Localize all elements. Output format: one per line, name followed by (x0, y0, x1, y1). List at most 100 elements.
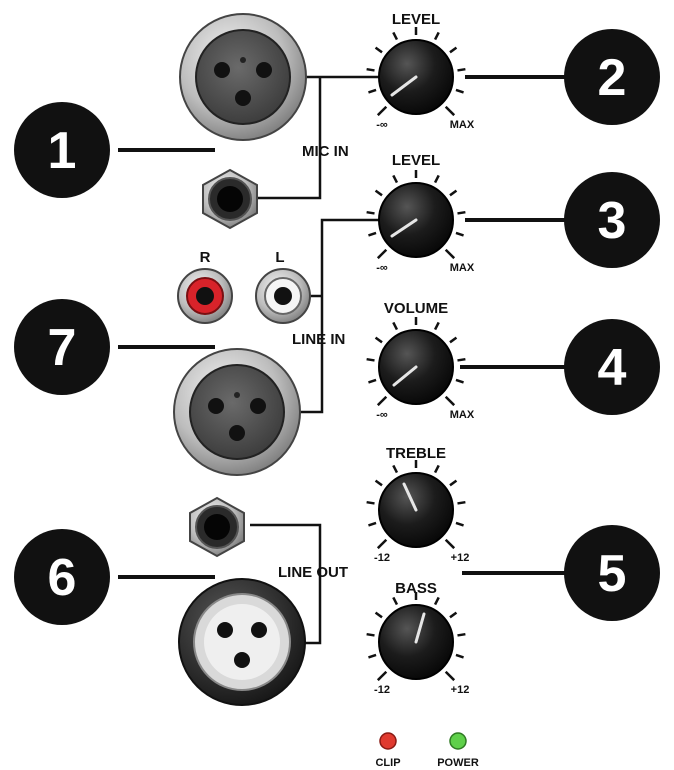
treble-knob[interactable] (378, 472, 454, 548)
treble-min: -12 (374, 552, 390, 564)
callout-6-number: 6 (48, 549, 77, 607)
scale-tick (376, 105, 388, 117)
scale-tick (376, 248, 388, 260)
scale-tick (392, 174, 399, 184)
callout-4-badge (564, 319, 660, 415)
scale-tick (444, 670, 456, 682)
line-out-quarter-inch-jack[interactable] (189, 496, 245, 558)
scale-tick (455, 88, 464, 94)
scale-tick (374, 189, 383, 197)
callout-3-badge (564, 172, 660, 268)
scale-tick (366, 67, 375, 72)
scale-tick (376, 395, 388, 407)
line-level-min: -∞ (376, 262, 388, 274)
callout-5-badge (564, 525, 660, 621)
scale-tick (366, 632, 375, 637)
scale-tick (368, 378, 377, 384)
scale-tick (449, 189, 458, 197)
bass-knob-group: BASS -12 +12 (366, 580, 470, 696)
scale-tick (449, 46, 458, 54)
callout-5: 5 (462, 525, 660, 621)
scale-tick (455, 521, 464, 527)
callout-2-number: 2 (598, 49, 627, 107)
scale-tick (444, 105, 456, 117)
treble-knob-group: TREBLE -12 +12 (366, 445, 470, 564)
line-in-rca-right-jack[interactable] (177, 268, 233, 324)
scale-tick (433, 464, 440, 474)
signal-wiring (250, 75, 380, 645)
scale-tick (457, 632, 466, 637)
volume-title: VOLUME (384, 300, 448, 317)
volume-min: -∞ (376, 409, 388, 421)
callout-3-number: 3 (598, 192, 627, 250)
scale-tick (455, 378, 464, 384)
power-led (449, 732, 467, 750)
scale-tick (368, 231, 377, 237)
treble-max: +12 (451, 552, 470, 564)
mic-level-knob-group: LEVEL -∞ MAX (366, 11, 475, 131)
line-level-title: LEVEL (392, 152, 440, 169)
scale-tick (366, 500, 375, 505)
scale-tick (366, 210, 375, 215)
scale-tick (376, 538, 388, 550)
scale-tick (457, 357, 466, 362)
scale-tick (444, 538, 456, 550)
scale-tick (449, 336, 458, 344)
scale-tick (376, 670, 388, 682)
scale-tick (444, 395, 456, 407)
scale-tick (374, 46, 383, 54)
volume-knob-group: VOLUME -∞ MAX (366, 300, 475, 421)
volume-max: MAX (450, 409, 475, 421)
scale-tick (449, 611, 458, 619)
scale-tick (455, 231, 464, 237)
bass-scale (366, 592, 466, 682)
scale-tick (433, 596, 440, 606)
bass-knob[interactable] (378, 604, 454, 680)
callout-3: 3 (465, 172, 660, 268)
callout-4: 4 (460, 319, 660, 415)
mic-level-title: LEVEL (392, 11, 440, 28)
scale-tick (368, 653, 377, 659)
mic-in-quarter-inch-jack[interactable] (202, 168, 258, 230)
scale-tick (374, 479, 383, 487)
callout-2-badge (564, 29, 660, 125)
line-in-rca-left-jack[interactable] (255, 268, 311, 324)
rca-left-label: L (275, 249, 284, 266)
scale-tick (392, 31, 399, 41)
line-in-xlr-jack[interactable] (173, 348, 301, 476)
callout-6: 6 (14, 529, 215, 625)
mic-in-label: MIC IN (302, 143, 349, 160)
scale-tick (433, 31, 440, 41)
scale-tick (368, 521, 377, 527)
callout-2: 2 (465, 29, 660, 125)
line-level-knob-group: LEVEL -∞ MAX (366, 152, 475, 274)
volume-knob[interactable] (378, 329, 454, 405)
line-in-label: LINE IN (292, 331, 345, 348)
callout-7-badge (14, 299, 110, 395)
line-level-max: MAX (450, 262, 475, 274)
clip-led (379, 732, 397, 750)
bass-max: +12 (451, 684, 470, 696)
mic-in-xlr-jack[interactable] (179, 13, 307, 141)
callout-1-badge (14, 102, 110, 198)
bass-title: BASS (395, 580, 437, 597)
callout-1: 1 (14, 102, 215, 198)
mic-level-knob[interactable] (378, 39, 454, 115)
line-out-label: LINE OUT (278, 564, 348, 581)
line-level-knob[interactable] (378, 182, 454, 258)
rca-right-label: R (200, 249, 211, 266)
scale-tick (366, 357, 375, 362)
treble-scale (366, 460, 466, 550)
callout-1-number: 1 (48, 122, 77, 180)
bass-min: -12 (374, 684, 390, 696)
line-level-scale (366, 170, 466, 260)
line-out-xlr-female-jack[interactable] (178, 578, 306, 706)
scale-tick (374, 611, 383, 619)
mic-level-min: -∞ (376, 119, 388, 131)
scale-tick (455, 653, 464, 659)
scale-tick (433, 321, 440, 331)
treble-title: TREBLE (386, 445, 446, 462)
scale-tick (449, 479, 458, 487)
scale-tick (433, 174, 440, 184)
scale-tick (457, 500, 466, 505)
